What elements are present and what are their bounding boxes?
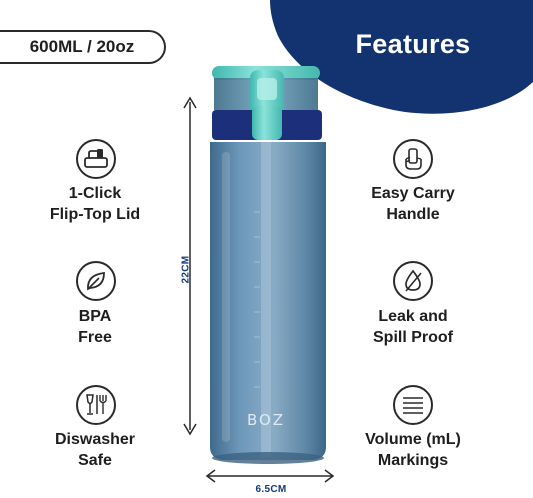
- flip-top-lid-icon: [76, 139, 116, 179]
- capacity-badge: 600ML / 20oz: [0, 30, 166, 64]
- width-dimension-line: [205, 469, 335, 483]
- height-dimension-line: [183, 96, 197, 436]
- hand-grip-icon: [393, 139, 433, 179]
- feature-volume-markings: Volume (mL)Markings: [365, 431, 461, 469]
- features-heading: Features: [355, 29, 471, 59]
- dishwasher-icon: [76, 385, 116, 425]
- markings-icon: [393, 385, 433, 425]
- water-bottle-image: [210, 66, 326, 464]
- height-dimension-label: 22CM: [180, 255, 192, 284]
- bottle-brand-text: BOZ: [246, 411, 286, 429]
- leaf-icon: [76, 261, 116, 301]
- width-dimension-label: 6.5CM: [255, 484, 287, 495]
- drop-icon: [393, 261, 433, 301]
